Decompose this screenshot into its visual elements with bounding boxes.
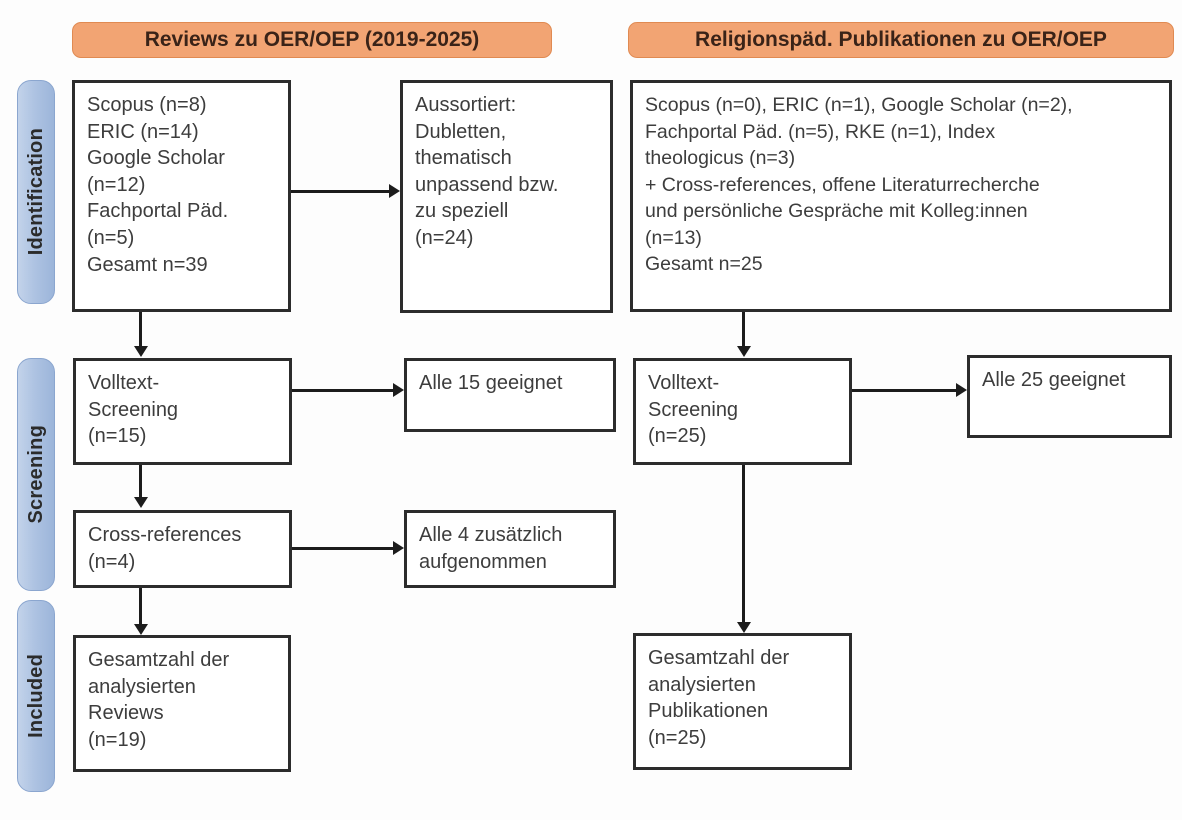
arrow-left-crossrefs-to-result (393, 541, 404, 555)
box-right-identification: Scopus (n=0), ERIC (n=1), Google Scholar… (630, 80, 1172, 312)
box-line: analysierten (648, 673, 756, 696)
arrow-left-screening-to-result (393, 383, 404, 397)
box-line: Scopus (n=8) (87, 94, 207, 116)
box-line: und persönliche Gespräche mit Kolleg:inn… (645, 200, 1028, 223)
box-line: (n=5) (87, 226, 135, 249)
arrow-left-ident-to-screening (134, 346, 148, 357)
box-line: (n=24) (415, 226, 474, 249)
box-line: Gesamtzahl der (648, 647, 790, 669)
box-line: (n=15) (88, 425, 147, 448)
stage-label-identification: Identification (24, 128, 47, 256)
box-line: Cross-references (88, 524, 242, 546)
column-banner-religionspaed-label: Religionspäd. Publikationen zu OER/OEP (695, 28, 1107, 51)
box-line: unpassend bzw. (415, 173, 559, 196)
connector-left-ident-to-screening (139, 312, 142, 346)
connector-left-screening-to-crossrefs (139, 465, 142, 497)
box-line: Fachportal Päd. (n=5), RKE (n=1), Index (645, 120, 996, 143)
box-line: (n=25) (648, 726, 707, 749)
box-line: (n=19) (88, 728, 147, 751)
box-line: ERIC (n=14) (87, 120, 199, 143)
box-line: Screening (88, 398, 179, 421)
box-line: Publikationen (648, 700, 769, 723)
stage-bar-included: Included (17, 600, 55, 792)
box-line: Gesamt n=25 (645, 253, 763, 276)
box-line: (n=12) (87, 173, 146, 196)
connector-left-crossrefs-to-result (292, 547, 393, 550)
column-banner-religionspaed: Religionspäd. Publikationen zu OER/OEP (628, 22, 1174, 58)
box-line: Gesamt n=39 (87, 253, 208, 276)
arrow-left-ident-to-excluded (389, 184, 400, 198)
stage-bar-identification: Identification (17, 80, 55, 304)
connector-left-screening-to-result (292, 389, 393, 392)
box-right-screening-result: Alle 25 geeignet (967, 355, 1172, 438)
box-line: Alle 4 zusätzlich (419, 524, 563, 546)
connector-left-ident-to-excluded (291, 190, 389, 193)
arrow-right-screening-to-result (956, 383, 967, 397)
box-left-screening: Volltext- Screening (n=15) (73, 358, 292, 465)
box-line: Gesamtzahl der (88, 649, 230, 671)
box-line: Volltext- (88, 372, 160, 394)
box-line: + Cross-references, offene Literaturrech… (645, 173, 1040, 196)
box-line: Alle 25 geeignet (982, 369, 1126, 391)
box-left-crossrefs-result: Alle 4 zusätzlich aufgenommen (404, 510, 616, 588)
box-line: Alle 15 geeignet (419, 372, 563, 394)
connector-right-screening-to-result (852, 389, 956, 392)
box-line: Scopus (n=0), ERIC (n=1), Google Scholar… (645, 94, 1073, 116)
connector-right-ident-to-screening (742, 312, 745, 346)
box-right-included: Gesamtzahl der analysierten Publikatione… (633, 633, 852, 770)
box-line: Volltext- (648, 372, 720, 394)
connector-left-crossrefs-to-included (139, 588, 142, 624)
box-left-identification: Scopus (n=8) ERIC (n=14) Google Scholar … (72, 80, 291, 312)
stage-bar-screening: Screening (17, 358, 55, 591)
box-left-crossrefs: Cross-references (n=4) (73, 510, 292, 588)
box-line: Google Scholar (87, 147, 225, 170)
box-line: analysierten (88, 675, 196, 698)
box-line: Aussortiert: (415, 94, 517, 116)
box-line: (n=13) (645, 226, 702, 249)
arrow-left-screening-to-crossrefs (134, 497, 148, 508)
box-line: theologicus (n=3) (645, 147, 796, 170)
box-line: (n=25) (648, 425, 707, 448)
box-line: aufgenommen (419, 550, 547, 573)
column-banner-reviews-label: Reviews zu OER/OEP (2019-2025) (144, 28, 480, 51)
box-line: Fachportal Päd. (87, 200, 229, 223)
stage-label-included: Included (24, 654, 47, 738)
arrow-left-crossrefs-to-included (134, 624, 148, 635)
connector-right-screening-to-included (742, 465, 745, 622)
box-line: thematisch (415, 147, 512, 170)
box-left-included: Gesamtzahl der analysierten Reviews (n=1… (73, 635, 291, 772)
box-line: Dubletten, (415, 120, 507, 143)
box-line: Reviews (88, 702, 164, 725)
box-line: zu speziell (415, 200, 509, 223)
stage-label-screening: Screening (24, 425, 47, 524)
arrow-right-ident-to-screening (737, 346, 751, 357)
box-line: (n=4) (88, 550, 136, 573)
box-left-excluded: Aussortiert: Dubletten, thematisch unpas… (400, 80, 613, 313)
arrow-right-screening-to-included (737, 622, 751, 633)
box-line: Screening (648, 398, 739, 421)
box-left-screening-result: Alle 15 geeignet (404, 358, 616, 432)
column-banner-reviews: Reviews zu OER/OEP (2019-2025) (72, 22, 552, 58)
box-right-screening: Volltext- Screening (n=25) (633, 358, 852, 465)
